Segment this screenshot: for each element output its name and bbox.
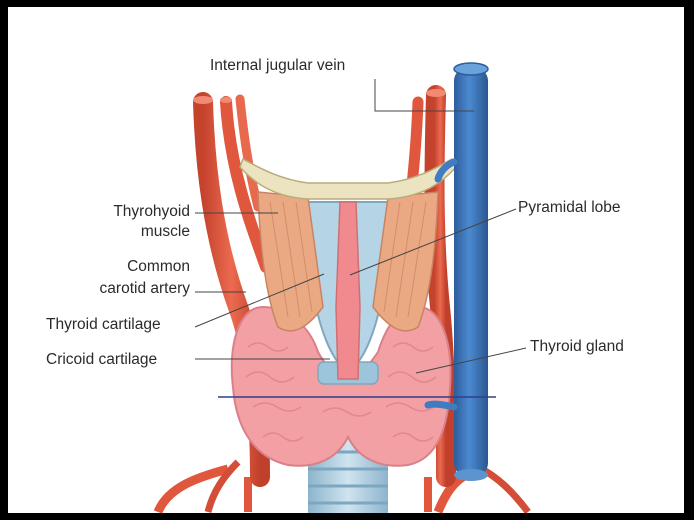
label-thyroid-cartilage: Thyroid cartilage bbox=[46, 316, 161, 333]
label-internal-jugular-vein: Internal jugular vein bbox=[210, 57, 345, 74]
label-pyramidal-lobe: Pyramidal lobe bbox=[518, 199, 621, 216]
pyramidal-lobe-shape bbox=[336, 202, 360, 379]
thyroid-anatomy-illustration bbox=[8, 7, 684, 513]
label-cricoid-cartilage: Cricoid cartilage bbox=[46, 351, 157, 368]
diagram-canvas: Internal jugular vein Thyrohyoid muscle … bbox=[8, 7, 684, 513]
label-common-carotid-line2: carotid artery bbox=[100, 280, 190, 297]
label-thyrohyoid-muscle-line2: muscle bbox=[141, 223, 190, 240]
label-thyrohyoid-muscle-line1: Thyrohyoid bbox=[113, 203, 190, 220]
label-thyroid-gland: Thyroid gland bbox=[530, 338, 624, 355]
label-common-carotid-line1: Common bbox=[127, 258, 190, 275]
